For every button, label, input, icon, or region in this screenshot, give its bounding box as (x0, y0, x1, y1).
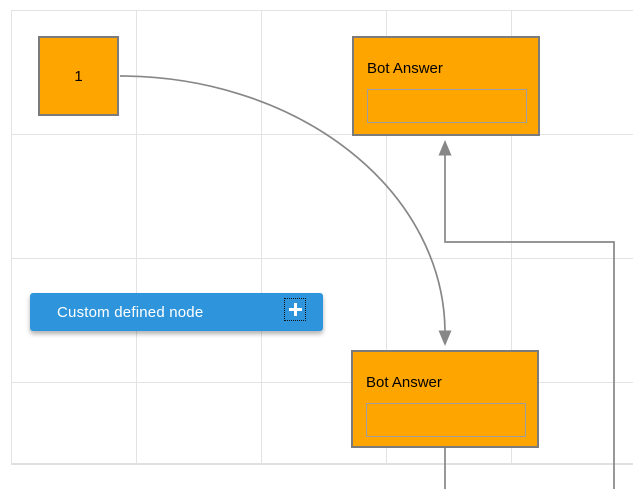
plus-icon (288, 303, 302, 316)
bot-answer-text-box[interactable] (367, 89, 527, 123)
node-custom-defined[interactable]: Custom defined node (30, 293, 323, 331)
node-start[interactable]: 1 (38, 36, 119, 116)
node-bot-answer-top[interactable]: Bot Answer (352, 36, 540, 136)
bot-answer-title: Bot Answer (366, 374, 442, 391)
custom-node-label: Custom defined node (57, 303, 204, 321)
bot-answer-title: Bot Answer (367, 60, 443, 77)
add-port-selection-box[interactable] (284, 298, 306, 321)
bot-answer-text-box[interactable] (366, 403, 526, 437)
node-bot-answer-bottom[interactable]: Bot Answer (351, 350, 539, 448)
node-start-label: 1 (74, 67, 83, 85)
